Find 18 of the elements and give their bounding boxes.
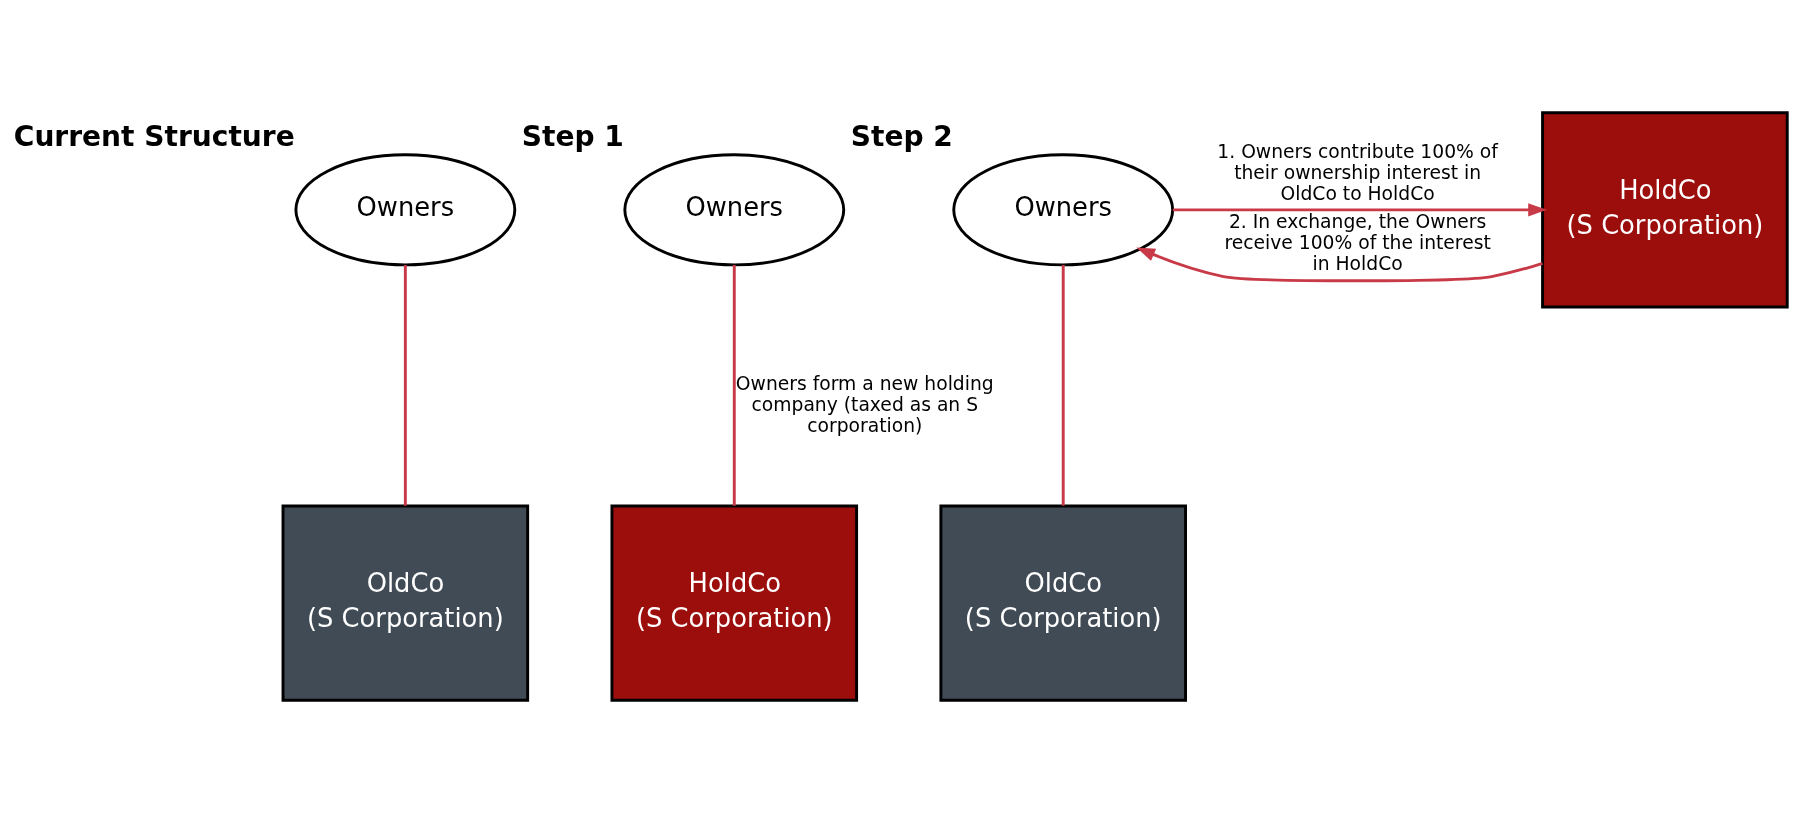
node-ellipse: Owners: [294, 153, 517, 267]
connector: [732, 264, 736, 506]
node-label: Step 2: [850, 119, 953, 153]
node-label: Step 1: [521, 119, 624, 153]
node-box: OldCo (S Corporation): [939, 504, 1187, 702]
node-box: OldCo (S Corporation): [281, 504, 530, 702]
arrow: [1172, 203, 1547, 217]
node-ellipse: Owners: [952, 153, 1175, 267]
edge-label: 2. In exchange, the Owners receive 100% of the interest in HoldCo: [1224, 211, 1491, 275]
node-box: HoldCo (S Corporation): [610, 504, 859, 702]
node-ellipse: Owners: [623, 153, 846, 267]
node-box: HoldCo (S Corporation): [1541, 111, 1789, 309]
edge-label: Owners form a new holding company (taxed as an S corporation): [735, 372, 994, 437]
node-label: Current Structure: [13, 119, 295, 153]
connector: [1061, 264, 1065, 506]
connector: [403, 264, 407, 506]
arrow: [1136, 247, 1543, 283]
edge-label: 1. Owners contribute 100% of their ownership interest in OldCo to HoldCo: [1217, 141, 1498, 205]
